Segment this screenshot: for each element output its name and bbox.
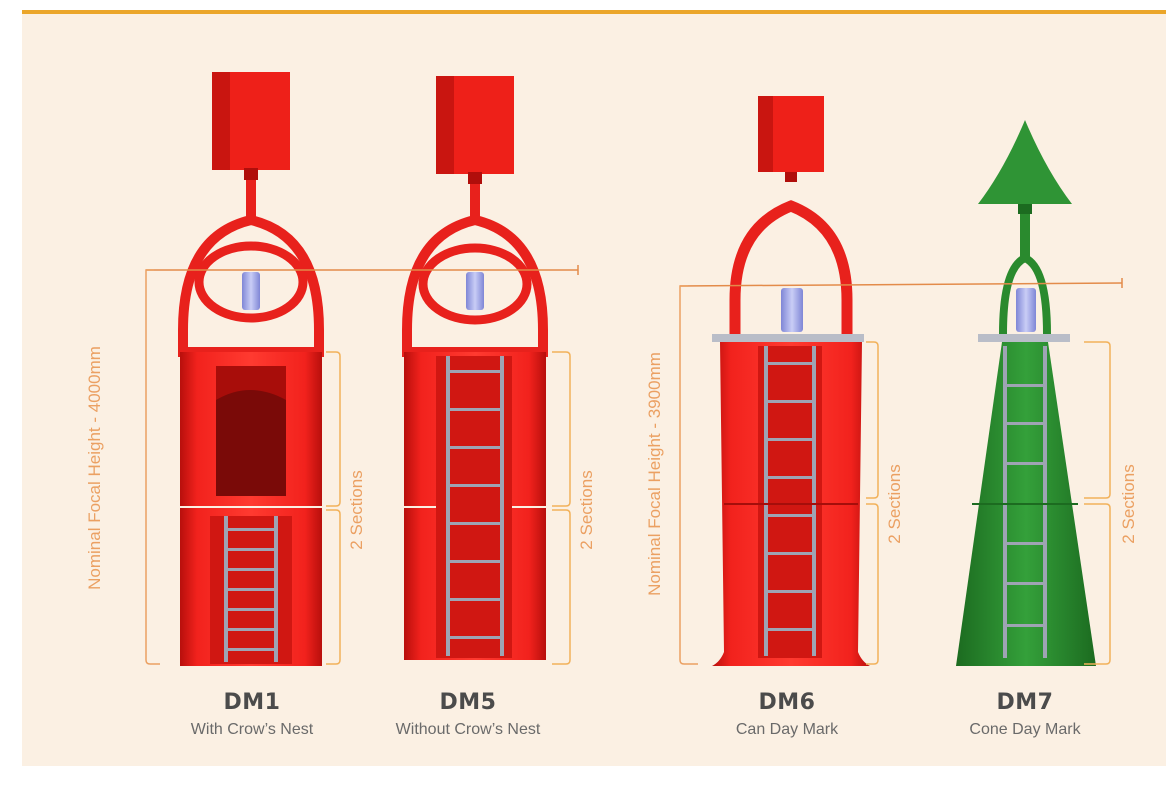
- dm7-top-cone: [978, 120, 1072, 204]
- dm5-lamp: [466, 272, 484, 310]
- dm7-description: Cone Day Mark: [969, 721, 1081, 738]
- sections-bracket-dm6: 2 Sections: [866, 341, 904, 665]
- sections-label-dm6: 2 Sections: [885, 464, 904, 543]
- dm5-description: Without Crow’s Nest: [395, 721, 541, 738]
- sections-label-dm7: 2 Sections: [1119, 464, 1138, 543]
- focal-height-label-4000: Nominal Focal Height - 4000mm: [85, 346, 104, 590]
- dm1-code: DM1: [223, 690, 281, 715]
- dm1-caption: DM1 With Crow’s Nest: [152, 690, 352, 739]
- focal-height-label-3900: Nominal Focal Height - 3900mm: [645, 352, 664, 596]
- dm5-caption: DM5 Without Crow’s Nest: [368, 690, 568, 739]
- dm6-description: Can Day Mark: [735, 721, 839, 738]
- focal-height-annotation-1: Nominal Focal Height - 4000mm: [85, 265, 579, 665]
- sections-bracket-dm5: 2 Sections: [552, 351, 596, 665]
- dm5-buoy: [402, 76, 548, 660]
- dm1-lamp: [242, 272, 260, 310]
- dm6-code: DM6: [758, 690, 816, 715]
- dm1-description: With Crow’s Nest: [190, 721, 314, 738]
- dm5-code: DM5: [439, 690, 497, 715]
- dm6-buoy: [712, 96, 870, 666]
- sections-label-dm1: 2 Sections: [347, 470, 366, 549]
- dm7-caption: DM7 Cone Day Mark: [925, 690, 1125, 739]
- dm7-lamp: [1016, 288, 1036, 332]
- sections-bracket-dm7: 2 Sections: [1084, 341, 1138, 665]
- dm7-code: DM7: [996, 690, 1054, 715]
- dm1-buoy: [178, 72, 324, 666]
- sections-bracket-dm1: 2 Sections: [326, 351, 366, 665]
- dm6-lamp: [781, 288, 803, 332]
- dm6-caption: DM6 Can Day Mark: [687, 690, 887, 739]
- dm7-buoy: [956, 120, 1096, 666]
- sections-label-dm5: 2 Sections: [577, 470, 596, 549]
- focal-height-annotation-2: Nominal Focal Height - 3900mm: [645, 278, 1123, 665]
